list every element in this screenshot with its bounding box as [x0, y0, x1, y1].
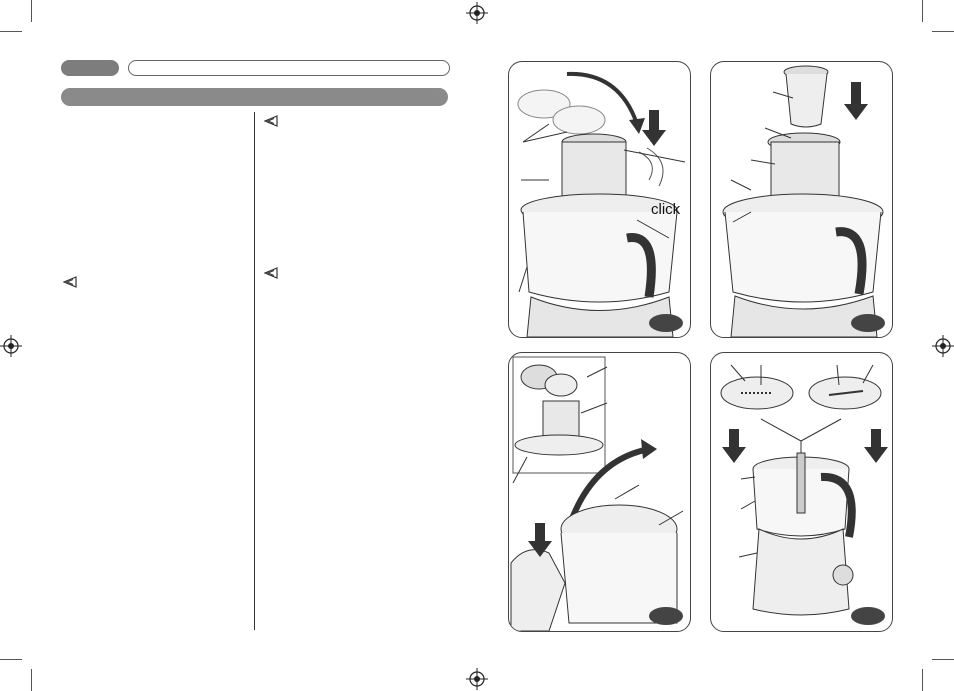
- food-processor-assembly-illustration: [517, 71, 686, 337]
- figure-panel-4: [710, 352, 893, 632]
- registration-mark-icon: [932, 335, 954, 357]
- registration-mark-icon: [0, 335, 22, 357]
- column-divider: [254, 112, 255, 630]
- crop-mark: [0, 31, 22, 32]
- registration-mark-icon: [466, 668, 488, 690]
- lid-release-illustration: [510, 356, 684, 631]
- subsection-bar: [61, 88, 448, 106]
- warning-triangle-icon: [264, 267, 278, 279]
- figure-number-badge: [851, 607, 885, 625]
- section-tab: [61, 60, 119, 76]
- crop-mark: [31, 669, 32, 691]
- figure-number-badge: [649, 607, 683, 625]
- crop-mark: [31, 0, 32, 22]
- disc-insertion-illustration: [720, 364, 888, 616]
- click-callout: click: [651, 201, 681, 218]
- crop-mark: [922, 0, 923, 22]
- pusher-insert-illustration: [722, 65, 884, 337]
- figure-panel-1: [508, 61, 691, 338]
- warning-triangle-icon: [63, 276, 77, 288]
- figure-number-badge: [649, 314, 683, 332]
- warning-triangle-icon: [264, 115, 278, 127]
- crop-mark: [0, 659, 22, 660]
- crop-mark: [932, 659, 954, 660]
- figure-panel-2: [710, 61, 893, 338]
- figure-number-badge: [851, 314, 885, 332]
- registration-mark-icon: [466, 2, 488, 24]
- crop-mark: [922, 669, 923, 691]
- figure-panel-3: [508, 352, 691, 632]
- section-title-box: [128, 60, 450, 76]
- crop-mark: [932, 31, 954, 32]
